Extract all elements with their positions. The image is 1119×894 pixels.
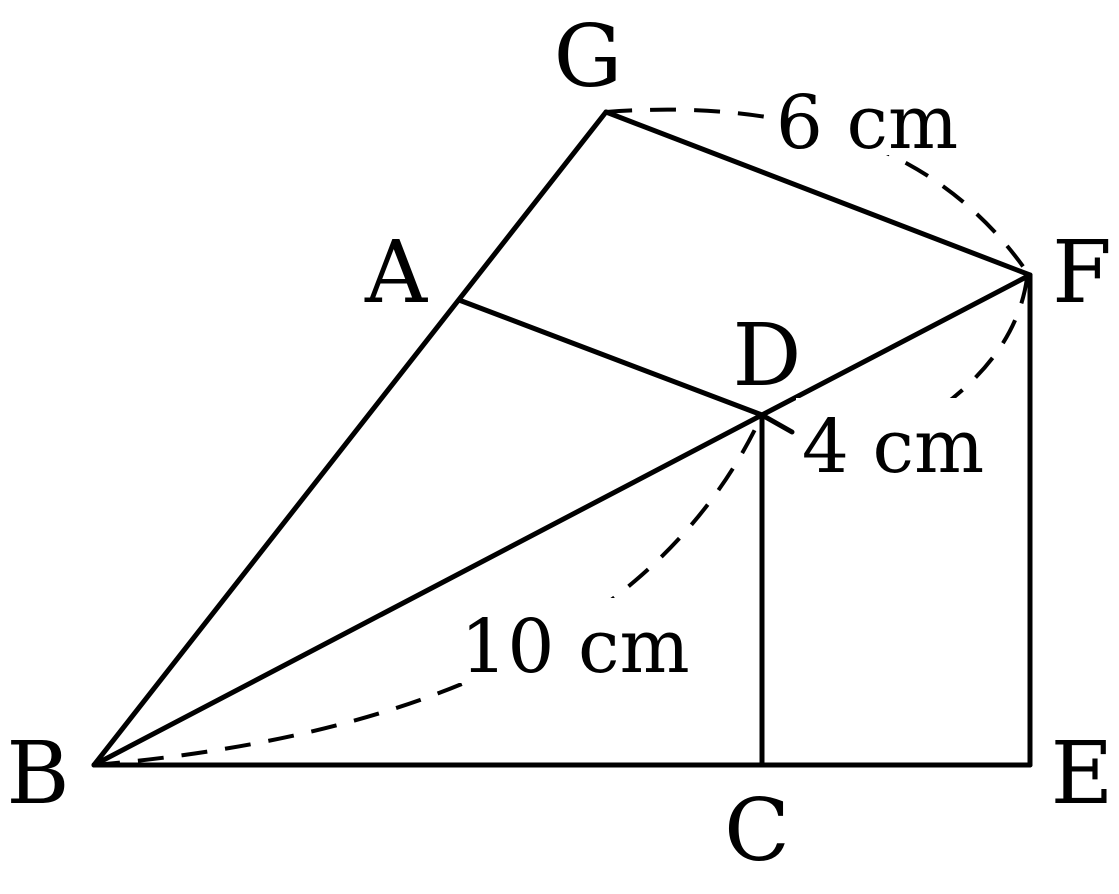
arc-gf <box>605 107 1029 274</box>
edge-bd <box>91 412 765 768</box>
measure-label-4cm: 4 cm <box>802 404 984 490</box>
vertex-label-f: F <box>1052 223 1112 323</box>
arc-df <box>908 277 1029 430</box>
edge-df <box>759 272 1033 418</box>
edge-ad <box>456 297 765 418</box>
measure-label-6cm: 6 cm <box>776 80 958 166</box>
vertex-label-e: E <box>1051 724 1114 824</box>
tick-d <box>759 412 795 435</box>
mask-4cm <box>796 398 991 483</box>
mask-6cm <box>770 75 965 155</box>
mask-10cm <box>455 598 695 683</box>
edge-gf <box>603 109 1033 278</box>
vertex-label-b: B <box>6 724 69 824</box>
edge-bg <box>91 109 609 768</box>
vertex-label-c: C <box>724 781 790 881</box>
vertex-label-d: D <box>733 306 802 406</box>
measure-label-10cm: 10 cm <box>460 604 689 690</box>
vertex-label-g: G <box>554 7 623 107</box>
vertex-label-a: A <box>364 223 428 323</box>
